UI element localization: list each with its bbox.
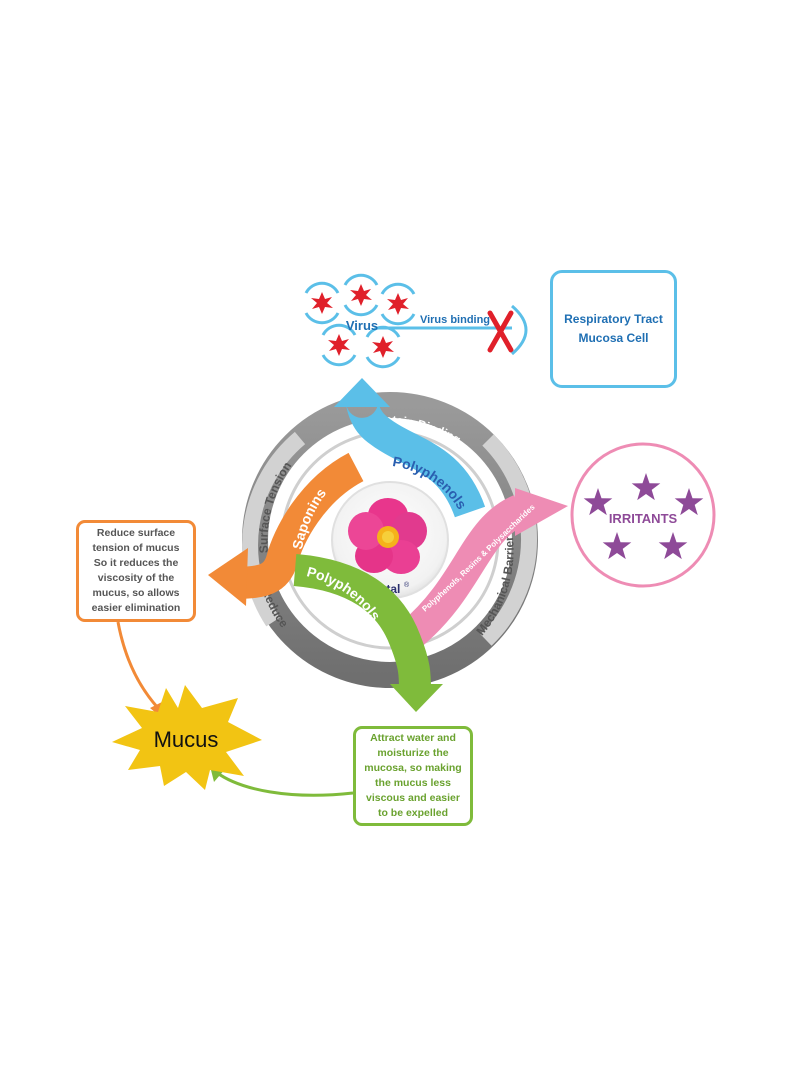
orange-arrow-head: [208, 548, 248, 606]
irritant-star-icon: [658, 532, 688, 560]
x-mark-icon: [487, 310, 514, 353]
moisture-box-line-2: moisturize the: [377, 747, 449, 759]
surface-box-line-6: easier elimination: [91, 602, 181, 614]
irritants-label: IRRITANTS: [609, 511, 678, 526]
mucus-label: Mucus: [154, 727, 219, 752]
blue-arrow-head: [334, 378, 390, 407]
surface-box-line-2: tension of mucus: [92, 542, 180, 554]
moisture-box-line-4: the mucus less: [375, 777, 451, 789]
center-disc: Cistal ®: [331, 481, 449, 599]
ring-segment-surface-tension: [242, 431, 306, 627]
surface-to-mucus-arrow: [116, 621, 166, 718]
virus-particle-icon: [321, 323, 357, 367]
surface-tension-box: Reduce surface tension of mucus So it re…: [76, 520, 196, 622]
irritants-circle: IRRITANTS: [570, 442, 716, 588]
virus-particle-icon: [343, 273, 379, 317]
moisture-box-line-1: Attract water and: [370, 732, 456, 744]
brand-registered-mark: ®: [404, 581, 410, 589]
surface-box-line-1: Reduce surface: [96, 527, 176, 539]
mucosa-cell-box: Respiratory Tract Mucosa Cell: [550, 270, 677, 388]
pink-arrow-head: [515, 488, 568, 536]
virus-cluster: Virus: [304, 273, 416, 369]
green-arrow-head: [390, 684, 443, 712]
moisture-box-line-6: to be expelled: [377, 807, 448, 819]
virus-binding-line: Virus binding: [378, 304, 528, 356]
pink-flower-icon: [348, 498, 427, 574]
irritant-star-icon: [631, 473, 661, 501]
virus-label: Virus: [346, 318, 378, 333]
moisture-box: Attract water and moisturize the mucosa,…: [353, 726, 473, 826]
mucus-burst: Mucus: [112, 685, 262, 790]
moisture-box-line-3: mucosa, so making: [364, 762, 462, 774]
virus-particle-icon: [380, 282, 416, 326]
ring-segment-mechanical-barrier: [480, 434, 537, 646]
virus-particle-icon: [365, 325, 401, 369]
moisture-box-line-5: viscous and easier: [366, 792, 460, 804]
cell-receptor-bracket: [511, 304, 528, 356]
mucus-burst-shape: [112, 685, 262, 790]
virus-particle-icon: [304, 281, 340, 325]
mucosa-cell-line-1: Respiratory Tract: [564, 312, 663, 326]
surface-box-line-4: viscosity of the: [97, 572, 175, 584]
surface-box-line-3: So it reduces the: [93, 557, 179, 569]
irritant-star-icon: [602, 532, 632, 560]
mucosa-cell-line-2: Mucosa Cell: [578, 331, 649, 345]
virus-binding-label: Virus binding: [420, 314, 490, 326]
irritant-star-icon: [674, 488, 704, 516]
irritant-star-icon: [583, 488, 613, 516]
surface-box-line-5: mucus, so allows: [92, 587, 180, 599]
